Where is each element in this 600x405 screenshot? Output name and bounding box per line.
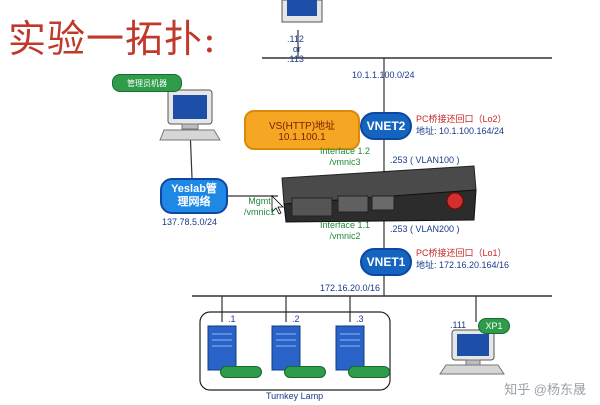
server2-tag [284,366,326,378]
server1-icon [207,325,237,371]
top-host-ip-line: or [292,44,301,54]
server1-ip: .1 [228,314,236,324]
mgmt-label: Mgmt /vmnic1 [244,196,275,218]
interface-1-2-label: Interface 1.2 /vmnic3 [320,146,370,168]
server2-ip: .2 [292,314,300,324]
turnkey-group-box [199,311,391,391]
yeslab-network-address: 137.78.5.0/24 [162,217,218,227]
vs-address-box: VS(HTTP)地址 10.1.100.1 [244,110,360,150]
interface-1-2-nic: /vmnic3 [329,157,361,167]
xp-computer-icon [439,329,505,375]
admin-computer-icon [159,89,221,141]
f5-appliance-icon [281,165,477,223]
yeslab-line-1: Yeslab管 [171,183,217,195]
interface-1-1-label: Interface 1.1 /vmnic2 [320,220,370,242]
vlan100-label: .253 ( VLAN100 ) [390,155,460,165]
server2-icon [271,325,301,371]
server3-ip: .3 [356,314,364,324]
interface-1-2-name: Interface 1.2 [320,146,371,156]
vnet2-bridge-label: PC桥接还回口（Lo2） [416,114,507,124]
top-host-ip: .112 or .113 [287,34,304,64]
yeslab-network-node: Yeslab管 理网络 [160,178,228,214]
server3-icon [335,325,365,371]
top-network-address: 10.1.1.100.0/24 [352,70,415,80]
mouse-cursor-icon [271,195,284,215]
xp-ip: .111 [450,320,467,330]
top-host-computer-icon [281,0,323,23]
yeslab-line-2: 理网络 [177,196,211,208]
vs-address-ip: 10.1.100.1 [278,132,326,143]
top-host-ip-line: .112 [287,34,304,44]
watermark: 知乎 @杨东晟 [504,382,586,397]
server1-tag [220,366,262,378]
vnet2-node: VNET2 [360,112,412,140]
admin-host-label: 管理员机器 [112,74,182,92]
bottom-network-address: 172.16.20.0/16 [320,283,381,293]
vs-address-title: VS(HTTP)地址 [268,121,336,132]
vlan200-label: .253 ( VLAN200 ) [390,224,460,234]
mgmt-name: Mgmt [248,196,271,206]
xp-label: XP1 [478,318,510,334]
interface-1-1-nic: /vmnic2 [329,231,361,241]
top-host-ip-line: .113 [287,54,304,64]
turnkey-label: Turnkey Lamp [266,391,324,401]
mgmt-nic: /vmnic1 [244,207,276,217]
vnet1-bridge-address: 地址: 172.16.20.164/16 [416,260,510,270]
vnet1-bridge-label: PC桥接还回口（Lo1） [416,248,507,258]
server3-tag [348,366,390,378]
interface-1-1-name: Interface 1.1 [320,220,371,230]
vnet1-node: VNET1 [360,248,412,276]
vnet2-bridge-address: 地址: 10.1.100.164/24 [416,126,505,136]
slide-title: 实验一拓扑: [8,17,217,61]
